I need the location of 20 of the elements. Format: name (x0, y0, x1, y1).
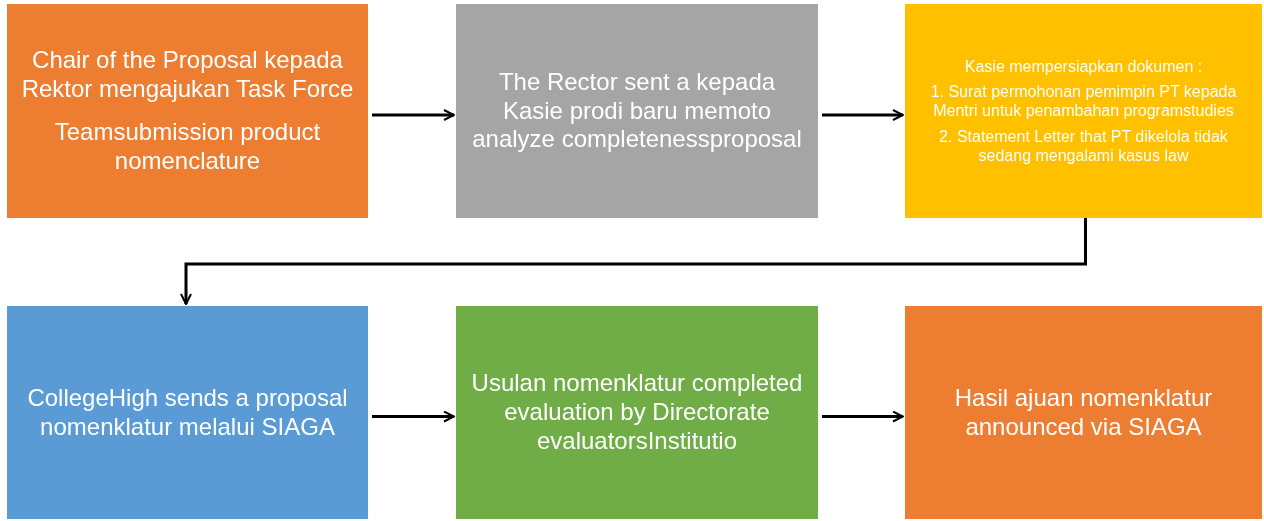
step-text: 1. Surat permohonan pemimpin PT kepada Mentri untuk penambahan programstudies (929, 82, 1238, 121)
step-text: 2. Statement Letter that PT dikelola tidak sedang mengalami kasus law (938, 126, 1229, 165)
process-box (7, 4, 368, 218)
process-box (7, 306, 368, 519)
step-text: The Rector sent a kepada Kasie prodi baru memoto analyze completenessproposal (471, 67, 803, 155)
arrow (822, 410, 904, 423)
step-text: Usulan nomenklatur completed evaluation by Directorate evaluatorsInstitutio (470, 369, 804, 456)
step-text: Kasie mempersiapkan dokumen : (964, 57, 1203, 77)
step-text: Hasil ajuan nomenklatur announced via SIAGA (953, 383, 1214, 442)
process-box (456, 306, 818, 519)
process-box (456, 4, 818, 218)
arrow (822, 109, 904, 121)
arrow (180, 218, 1087, 305)
arrow (372, 410, 455, 423)
process-box (905, 4, 1262, 218)
step-text: Chair of the Proposal kepada Rektor mengajukan Task Force (21, 46, 354, 104)
process-box (905, 306, 1262, 519)
arrow (372, 109, 455, 121)
step-text: CollegeHigh sends a proposal nomenklatur melalui SIAGA (26, 383, 349, 442)
step-text: Teamsubmission product nomenclature (53, 118, 322, 176)
